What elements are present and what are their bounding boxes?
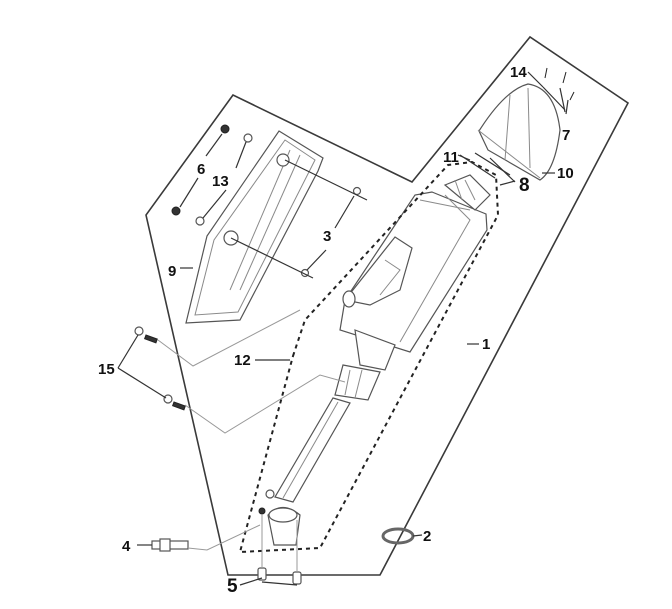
sub-assembly-boundary	[238, 160, 500, 554]
callout-1: 1	[482, 336, 490, 353]
callout-4: 4	[122, 538, 131, 555]
callout-8: 8	[519, 175, 530, 196]
end-cap	[477, 83, 561, 181]
heat-shield	[185, 130, 324, 324]
callout-13: 13	[212, 173, 229, 190]
o-ring	[381, 527, 423, 545]
flange-nuts	[239, 515, 302, 586]
muffler-bolts	[117, 309, 346, 434]
callout-14: 14	[510, 64, 527, 81]
callout-15: 15	[98, 361, 115, 378]
callout-2: 2	[423, 528, 431, 545]
shield-screws	[171, 124, 253, 226]
collars	[230, 159, 368, 279]
cap-screws	[527, 67, 575, 115]
joint-gaskets	[457, 152, 516, 186]
callout-6: 6	[197, 161, 205, 178]
callout-7: 7	[562, 127, 570, 144]
callout-12: 12	[234, 352, 251, 369]
callout-10: 10	[557, 165, 574, 182]
callout-9: 9	[168, 263, 176, 280]
callout-5: 5	[227, 576, 238, 597]
callout-11: 11	[443, 149, 459, 166]
callout-3: 3	[323, 228, 331, 245]
oxygen-sensor	[137, 524, 261, 552]
muffler	[258, 174, 491, 546]
assembly-outline	[145, 35, 630, 576]
